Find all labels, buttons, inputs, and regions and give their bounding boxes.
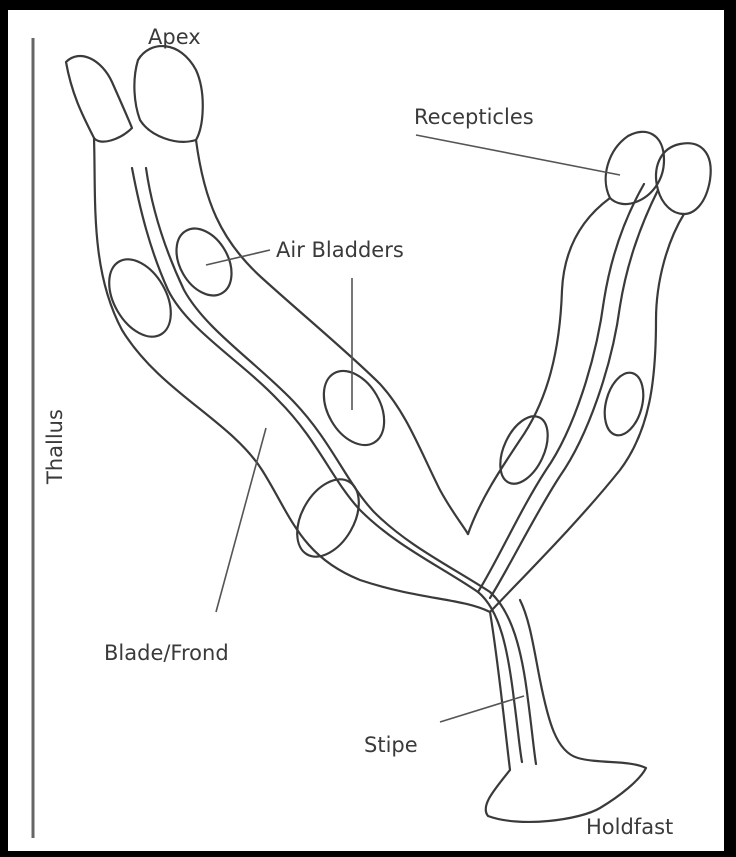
air-bladder [491,409,558,491]
apex-lobe-left [66,56,132,142]
receptacles-label: Recepticles [414,105,534,129]
holdfast-label: Holdfast [586,815,673,839]
air-bladder [165,219,243,305]
stipe-outline [486,600,646,822]
apex-label: Apex [148,25,201,49]
blade-frond-label: Blade/Frond [104,641,229,665]
stipe-leader [440,696,524,722]
air-bladder [284,469,371,568]
stipe-label: Stipe [364,733,418,757]
receptacles-leader [416,135,620,175]
right-midrib-outer [478,184,644,592]
right-midrib-inner [490,190,658,598]
apex-lobe-right [134,46,202,142]
receptacle-right [656,143,711,214]
air-bladders-label: Air Bladders [276,238,404,262]
blade-frond-leader [216,428,266,612]
thallus-label: Thallus [43,409,67,485]
